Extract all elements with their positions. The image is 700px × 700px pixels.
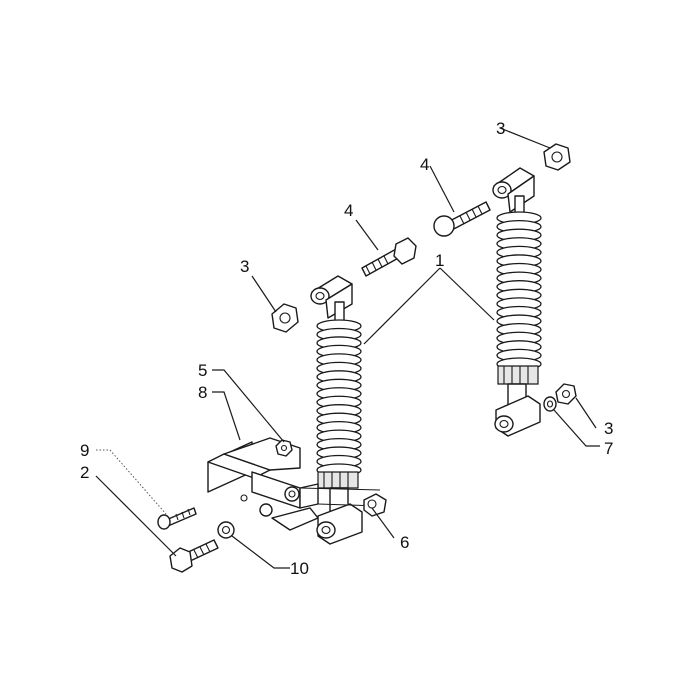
- callout-3-right-bottom: 3: [604, 419, 613, 438]
- callout-1: 1: [435, 251, 444, 270]
- left-shock-absorber: [310, 275, 363, 545]
- callout-3-left: 3: [240, 257, 249, 276]
- washer-small: [217, 521, 235, 539]
- callout-3-right-top: 3: [496, 119, 505, 138]
- bolt-left-upper: [361, 237, 417, 277]
- nut-left-upper: [271, 303, 299, 333]
- callout-7: 7: [604, 439, 613, 458]
- nut-right-upper: [543, 143, 571, 171]
- callout-6: 6: [400, 533, 409, 552]
- washer-right-lower: [543, 396, 557, 412]
- callout-10: 10: [290, 559, 309, 578]
- leader-lines: [95, 127, 600, 569]
- cap-nut: [363, 493, 387, 517]
- left-coil-spring: [316, 319, 362, 477]
- right-coil-spring: [496, 211, 542, 371]
- callout-9: 9: [80, 441, 89, 460]
- callout-labels: 1 2 3 3 3 4 4 5 6 7 8 9 10: [80, 119, 613, 578]
- bolt-long: [169, 539, 219, 573]
- bolt-right-upper: [433, 201, 491, 237]
- screw-small: [157, 507, 197, 530]
- callout-4-left: 4: [344, 201, 353, 220]
- callout-5: 5: [198, 361, 207, 380]
- right-shock-absorber: [492, 167, 542, 437]
- callout-2: 2: [80, 463, 89, 482]
- callout-4-right: 4: [420, 155, 429, 174]
- nut-right-lower: [555, 383, 577, 405]
- callout-8: 8: [198, 383, 207, 402]
